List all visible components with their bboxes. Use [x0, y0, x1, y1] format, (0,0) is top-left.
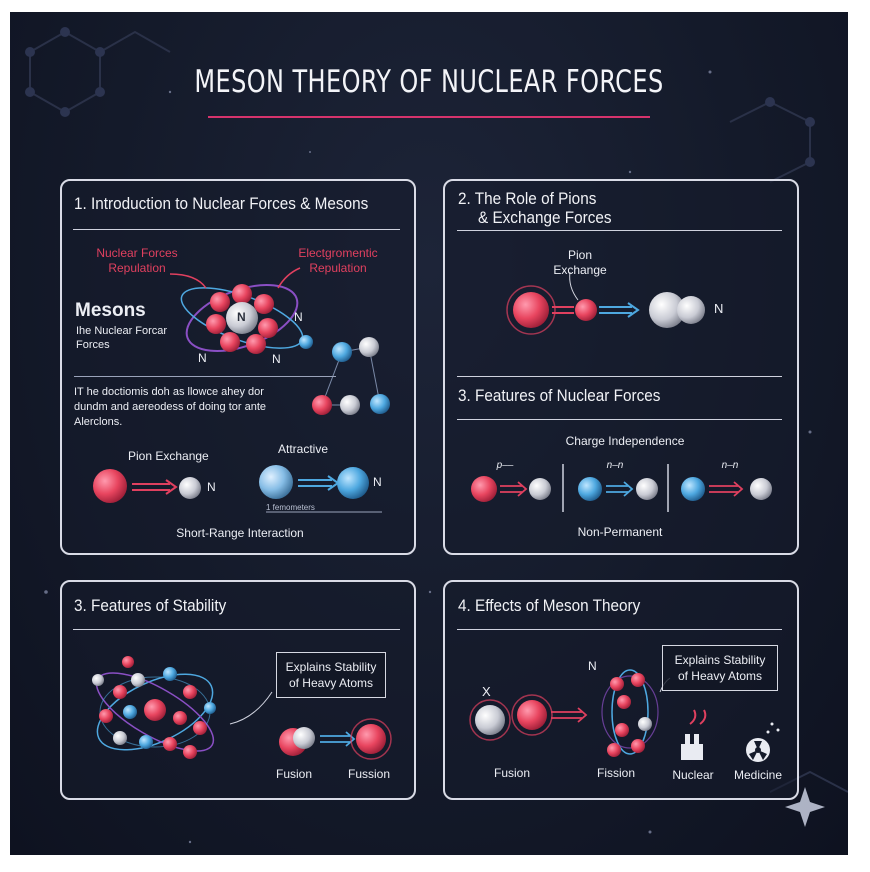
- label-fusion-stability: Fusion: [275, 767, 313, 781]
- label-short-range: Short-Range Interaction: [176, 526, 304, 540]
- label-fusion-effects: Fusion: [493, 766, 531, 780]
- panel-features-title: 3. Features of Nuclear Forces: [458, 386, 661, 405]
- callout-effects-line1: Explains Stability: [674, 653, 766, 667]
- label-fission-stability: Fussion: [347, 767, 391, 781]
- panel-introduction: [60, 179, 416, 555]
- label-exchange: Exchange: [553, 263, 607, 277]
- label-nuclear-repulsion: Repulation: [108, 261, 166, 275]
- panel-divider: [457, 376, 782, 377]
- infographic-poster: MESON THEORY OF NUCLEAR FORCES 1. Introd…: [10, 12, 848, 855]
- label-medicine: Medicine: [733, 768, 783, 782]
- label-fission-effects: Fission: [596, 766, 635, 780]
- mesons-subtitle-line1: Ihe Nuclear Forcar: [76, 325, 168, 337]
- panel-pions-title-line1: 2. The Role of Pions: [458, 189, 597, 208]
- intro-body-line3: Alerclons.: [74, 416, 123, 428]
- label-n-panel5: N: [588, 659, 597, 673]
- panel-introduction-title: 1. Introduction to Nuclear Forces & Meso…: [74, 194, 369, 213]
- mesons-subtitle-line2: Forces: [76, 339, 110, 351]
- panel-stability-title: 3. Features of Stability: [74, 596, 227, 615]
- label-n-right: N: [294, 310, 303, 324]
- label-electromagnetic-repulsion: Repulation: [309, 261, 367, 275]
- label-attractive: Attractive: [278, 442, 329, 456]
- callout-effects: Explains Stability of Heavy Atoms: [662, 645, 778, 691]
- label-x-panel5: X: [482, 684, 491, 699]
- label-charge-independence: Charge Independence: [565, 434, 685, 448]
- label-n-attractive: N: [373, 475, 382, 489]
- label-pair-pp: p––: [496, 460, 514, 471]
- label-non-permanent: Non-Permanent: [577, 525, 663, 539]
- label-pair-nn-2: n–n: [721, 460, 739, 471]
- panel-features-rule: [457, 419, 782, 420]
- label-nuclear: Nuclear: [672, 768, 714, 782]
- intro-body-line2: dundm and aereodess of doing tor ante: [74, 401, 267, 413]
- page-title: MESON THEORY OF NUCLEAR FORCES: [194, 64, 664, 100]
- callout-stability-line2: of Heavy Atoms: [288, 676, 374, 691]
- title-underline: [208, 116, 650, 118]
- panel-pions-and-features: [443, 179, 799, 555]
- label-n-panel2: N: [714, 301, 724, 316]
- label-pion-exchange: Pion Exchange: [128, 449, 209, 463]
- label-n-pion: N: [207, 480, 216, 494]
- label-nuclear-forces: Nuclear Forces: [96, 246, 178, 260]
- panel-pions-title-line2: & Exchange Forces: [478, 208, 612, 227]
- background-molecule-decoration: [25, 27, 848, 844]
- panel-effects-title: 4. Effects of Meson Theory: [458, 596, 641, 615]
- label-femtometer: 1 femometers: [266, 503, 315, 512]
- panel-pions-rule: [457, 230, 782, 231]
- panel-effects-rule: [457, 629, 782, 630]
- panel-introduction-rule: [73, 229, 400, 230]
- mesons-heading: Mesons: [75, 300, 146, 321]
- label-pion: Pion: [567, 248, 593, 262]
- intro-body-line1: IT he doctiomis doh as llowce ahey dor: [74, 386, 264, 398]
- label-n-middle: N: [272, 352, 281, 366]
- nucleus-label: N: [237, 310, 246, 324]
- callout-stability: Explains Stability of Heavy Atoms: [276, 652, 386, 698]
- panel-stability-rule: [73, 629, 400, 630]
- label-pair-nn-1: n–n: [606, 460, 624, 471]
- callout-stability-line1: Explains Stability: [285, 660, 377, 674]
- callout-effects-line2: of Heavy Atoms: [677, 669, 763, 684]
- panel-introduction-inner-rule: [74, 376, 336, 377]
- label-electromagnetic: Electgromentic: [298, 246, 378, 260]
- label-n-left: N: [198, 351, 207, 365]
